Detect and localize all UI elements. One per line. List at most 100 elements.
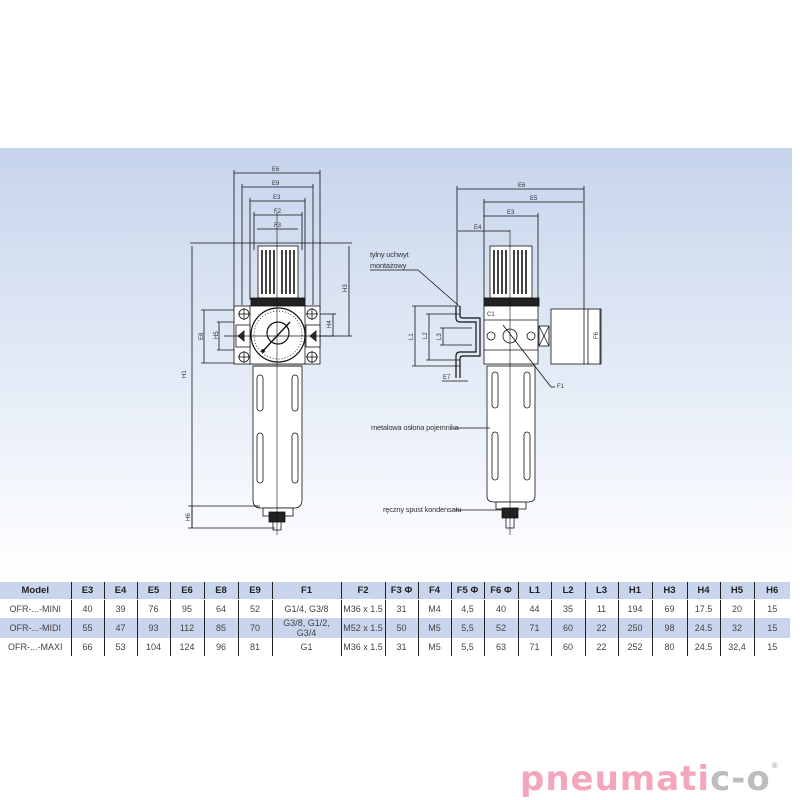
dim-label-f3: F3 <box>274 223 282 229</box>
col-header: H5 <box>719 582 754 600</box>
front-view: E6 E9 E3 F2 F3 H1 H3 <box>182 167 352 535</box>
col-header: F5 Φ <box>450 582 484 600</box>
dim-label-h4: H4 <box>327 320 333 328</box>
dim-label-l2: L2 <box>423 332 429 339</box>
table-row: OFR-...-MIDI 55 47 93 112 85 70 G3/8, G1… <box>0 618 790 638</box>
table-cell: G1/4, G3/8 <box>271 599 341 618</box>
table-cell: 52 <box>237 599 272 618</box>
table-cell: 80 <box>651 638 687 656</box>
dim-label-e3-side: E3 <box>507 210 515 216</box>
col-header: F4 <box>417 582 451 600</box>
dim-label-e5: E5 <box>530 196 538 202</box>
table-cell: 98 <box>651 618 687 638</box>
table-cell: 4,5 <box>450 599 484 618</box>
table-cell: M4 <box>417 599 451 618</box>
dim-label-l1: L1 <box>409 333 415 340</box>
table-cell: OFR-...-MINI <box>9 604 62 614</box>
table-cell: 22 <box>584 638 618 656</box>
note-rear-bracket: tylny uchwyt <box>370 250 410 259</box>
table-cell: 5,5 <box>450 618 484 638</box>
dim-label-e3: E3 <box>273 195 281 201</box>
table-cell: 44 <box>517 599 551 618</box>
table-cell: 60 <box>550 638 585 656</box>
table-cell: 63 <box>483 638 518 656</box>
table-cell: 32 <box>719 618 754 638</box>
side-view: E6 E5 E3 E4 F6 L1 <box>370 183 602 535</box>
spec-table: Model E3 E4 E5 E6 E8 E9 F1 F2 F3 Φ F4 F5… <box>0 582 790 656</box>
table-cell: 40 <box>483 599 518 618</box>
dim-label-f1: F1 <box>557 384 565 390</box>
col-header: E6 <box>169 582 204 600</box>
dim-label-e4: E4 <box>474 225 482 231</box>
table-cell: 64 <box>203 599 238 618</box>
table-cell: 85 <box>203 618 238 638</box>
table-cell: 40 <box>70 599 104 618</box>
table-cell: 20 <box>719 599 754 618</box>
table-cell: 11 <box>584 599 618 618</box>
table-cell: 252 <box>617 638 652 656</box>
dim-label-f6: F6 <box>594 331 600 339</box>
table-cell: 93 <box>136 618 170 638</box>
table-cell: 55 <box>70 618 104 638</box>
col-header: F3 Φ <box>384 582 418 600</box>
table-cell: 17.5 <box>686 599 720 618</box>
table-cell: 39 <box>103 599 137 618</box>
table-cell: 70 <box>237 618 272 638</box>
dim-label-h3: H3 <box>343 284 349 292</box>
dim-label-f2: F2 <box>274 209 282 215</box>
table-cell: 76 <box>136 599 170 618</box>
table-cell: M5 <box>417 638 451 656</box>
table-row: OFR-...-MINI 40 39 76 95 64 52 G1/4, G3/… <box>0 599 790 618</box>
col-header: F2 <box>340 582 385 600</box>
table-header-row: Model E3 E4 E5 E6 E8 E9 F1 F2 F3 Φ F4 F5… <box>0 582 790 600</box>
col-header: E8 <box>203 582 238 600</box>
col-header: H3 <box>651 582 687 600</box>
table-cell: 50 <box>384 618 418 638</box>
registered-mark: ® <box>770 761 780 770</box>
table-cell: 66 <box>70 638 104 656</box>
col-header: F6 Φ <box>483 582 518 600</box>
col-header: H4 <box>686 582 720 600</box>
table-cell: 15 <box>753 618 790 638</box>
note-metal-cover: metalowa osłona pojemnika <box>371 423 460 432</box>
table-cell: M36 x 1.5 <box>340 599 385 618</box>
table-cell: 53 <box>103 638 137 656</box>
dim-label-e6-side: E6 <box>518 183 526 189</box>
brand-logo: pneumatic-o® <box>520 759 780 799</box>
table-cell: 31 <box>384 599 418 618</box>
table-cell: 194 <box>617 599 652 618</box>
col-header: H1 <box>617 582 652 600</box>
table-cell: 15 <box>753 599 790 618</box>
col-header: L3 <box>584 582 618 600</box>
table-cell: G1 <box>271 638 341 656</box>
technical-drawing: E6 E9 E3 F2 F3 H1 H3 <box>182 167 602 535</box>
table-cell: G3/8, G1/2, G3/4 <box>271 618 341 638</box>
col-header: H6 <box>753 582 790 600</box>
brand-name-tail: c-o <box>710 759 771 799</box>
table-cell: 24.5 <box>686 618 720 638</box>
table-cell: 250 <box>617 618 652 638</box>
dim-label-e6: E6 <box>272 167 280 173</box>
table-cell: 124 <box>169 638 204 656</box>
dim-label-e9: E9 <box>272 181 280 187</box>
col-header: L2 <box>550 582 585 600</box>
table-cell: 81 <box>237 638 272 656</box>
dim-label-e7: E7 <box>443 375 451 381</box>
table-cell: 35 <box>550 599 585 618</box>
table-cell: 22 <box>584 618 618 638</box>
note-rear-bracket-2: montażowy <box>370 261 407 270</box>
table-cell: 104 <box>136 638 170 656</box>
table-cell: 96 <box>203 638 238 656</box>
diagram-background <box>0 148 792 580</box>
col-header: L1 <box>517 582 551 600</box>
dim-label-e8: E8 <box>199 332 205 340</box>
col-header: Model <box>0 582 71 600</box>
col-header: E9 <box>237 582 272 600</box>
col-header: E4 <box>103 582 137 600</box>
table-cell: 60 <box>550 618 585 638</box>
note-manual-drain: ręczny spust kondensatu <box>383 505 461 514</box>
table-cell: 69 <box>651 599 687 618</box>
table-cell: 5,5 <box>450 638 484 656</box>
col-header: E5 <box>136 582 170 600</box>
dim-label-h1: H1 <box>182 370 188 378</box>
